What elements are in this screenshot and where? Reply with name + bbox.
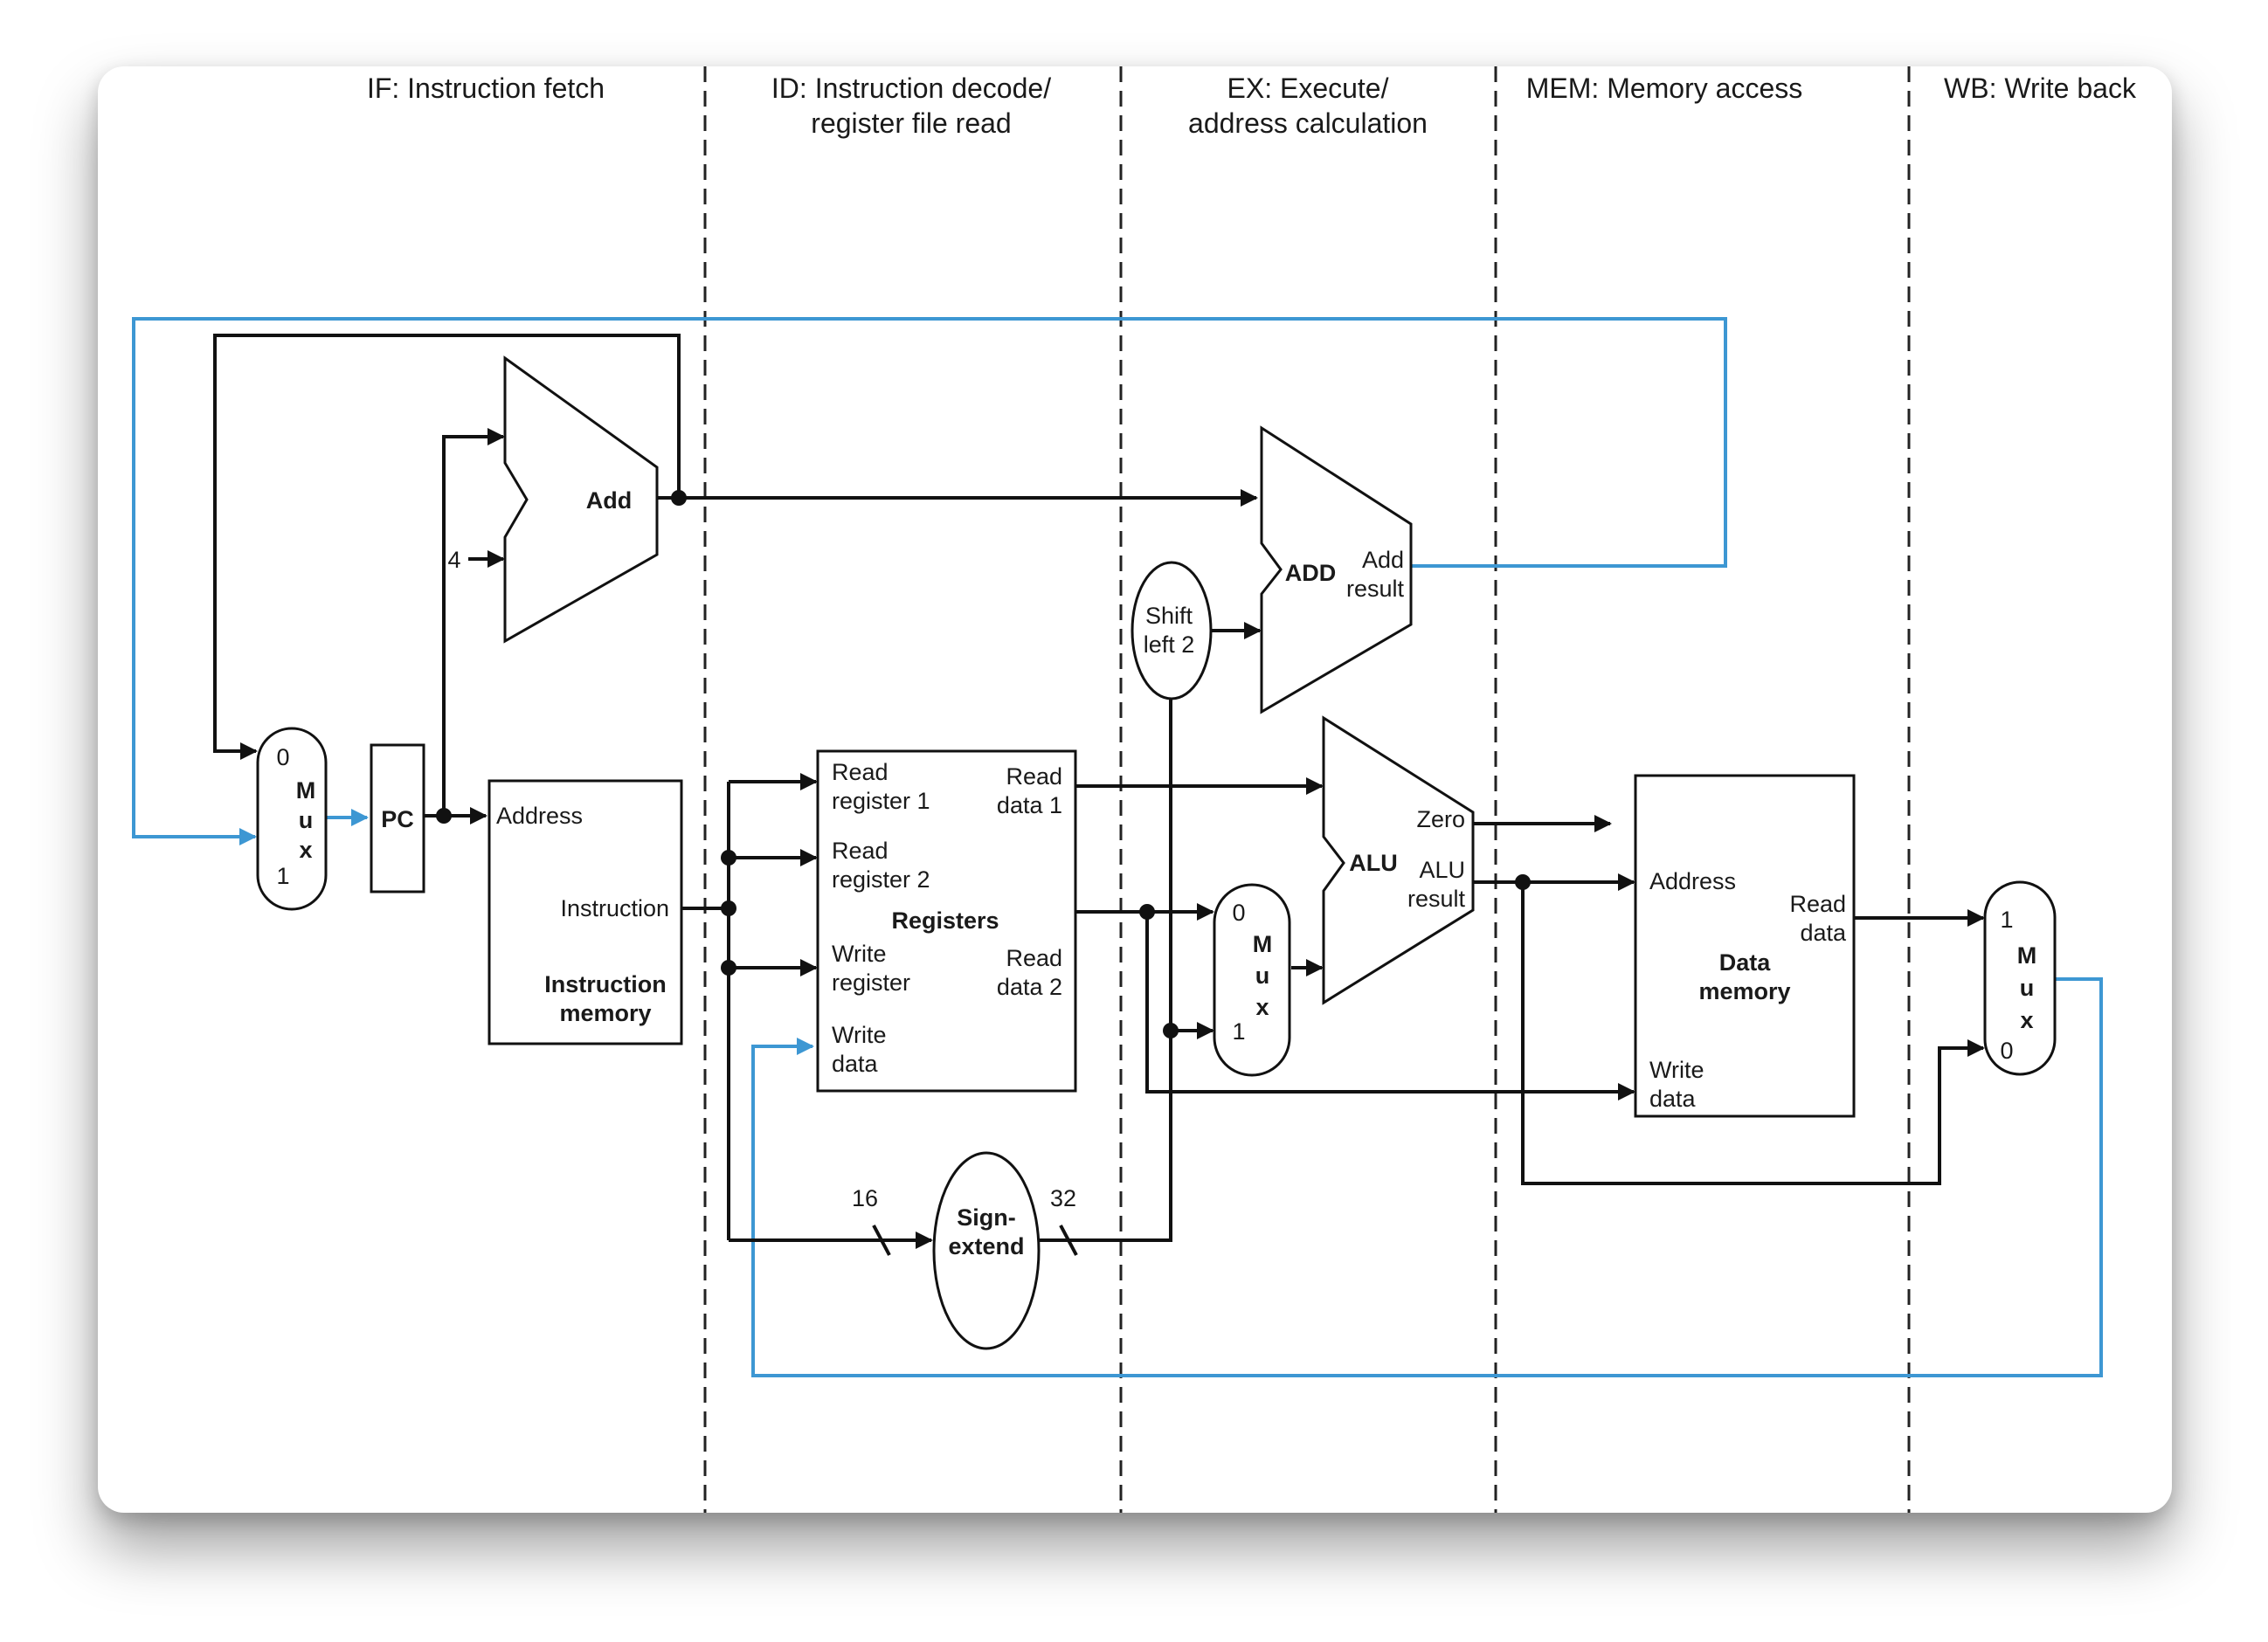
junction-dot <box>436 808 452 824</box>
imem-instruction-label: Instruction <box>560 895 669 921</box>
if-mux-letter-m: M <box>296 777 316 804</box>
read-reg2-label: Read <box>832 838 889 864</box>
junction-dots <box>436 490 1531 1038</box>
register-file: Read register 1 Read register 2 Write re… <box>816 749 1077 1093</box>
if-mux-letter-u: u <box>299 807 314 833</box>
constant-four-label: 4 <box>447 547 460 573</box>
dmem-name-line2: memory <box>1698 978 1790 1004</box>
dmem-read-data-label: Read <box>1789 891 1846 917</box>
feedback-wires <box>132 317 2103 1377</box>
shift-left-2: Shift left 2 <box>1131 561 1213 700</box>
shift-label-line2: left 2 <box>1144 631 1195 658</box>
if-mux: 0 M u x 1 <box>256 727 328 911</box>
stage-id-label-line2: register file read <box>811 107 1011 139</box>
bits-in-label: 16 <box>852 1185 878 1211</box>
dmem-read-data-label-line2: data <box>1800 920 1847 946</box>
wb-mux-letter-m: M <box>2017 942 2037 969</box>
stage-ex-label-line2: address calculation <box>1188 107 1428 139</box>
sign-extend-out-wire <box>1038 699 1172 1242</box>
dmem-name-line1: Data <box>1719 949 1772 976</box>
alu-result-label: ALU <box>1419 857 1465 883</box>
imem-name-line1: Instruction <box>544 971 667 997</box>
dmem-write-data-label-line2: data <box>1649 1086 1697 1112</box>
ex-mux: 0 M u x 1 <box>1213 883 1291 1077</box>
write-reg-label: Write <box>832 941 887 967</box>
read-reg1-label-line2: register 1 <box>832 788 930 814</box>
instruction-memory: Address Instruction Instruction memory <box>487 779 683 1045</box>
stage-ex-label: EX: Execute/ <box>1227 72 1389 104</box>
if-mux-input-1: 1 <box>276 863 289 889</box>
branch-add-label: ADD <box>1285 560 1337 586</box>
registers-name: Registers <box>891 907 999 934</box>
pc-adder-label: Add <box>586 487 632 514</box>
alu-result-to-wb-mux-wire <box>1521 882 1985 1185</box>
reg-write-data-label: Write <box>832 1022 887 1048</box>
bus-tick-32 <box>1059 1225 1078 1256</box>
write-reg-label-line2: register <box>832 969 910 996</box>
sign-extend: Sign- extend <box>932 1151 1041 1350</box>
stage-wb-label: WB: Write back <box>1944 72 2137 104</box>
read-reg2-label-line2: register 2 <box>832 866 930 893</box>
writeback-wire <box>751 977 2103 1377</box>
read-data2-label-line2: data 2 <box>997 974 1062 1000</box>
if-mux-input-0: 0 <box>276 744 289 770</box>
pc-plus4-loop-wire <box>213 334 681 760</box>
ex-mux-input-1: 1 <box>1232 1018 1245 1045</box>
stage-id-label: ID: Instruction decode/ <box>771 72 1051 104</box>
pc-to-adder-wire <box>442 428 505 816</box>
pc-adder: Add 4 <box>447 355 659 644</box>
read-data1-label: Read <box>1006 763 1062 790</box>
sign-extend-label: Sign- <box>957 1204 1016 1231</box>
ex-mux-input-0: 0 <box>1232 900 1245 926</box>
ex-mux-letter-x: x <box>1255 994 1269 1020</box>
stage-mem-label: MEM: Memory access <box>1526 72 1802 104</box>
alu: ALU Zero ALU result <box>1322 715 1475 1005</box>
junction-dot <box>1139 904 1155 920</box>
wb-mux-letter-u: u <box>2020 975 2035 1001</box>
bus-tick-16 <box>872 1225 891 1256</box>
imem-name-line2: memory <box>559 1000 651 1026</box>
pc-label: PC <box>381 806 414 832</box>
read-reg1-label: Read <box>832 759 889 785</box>
wb-mux: 1 M u x 0 <box>1983 880 2057 1076</box>
stage-dividers <box>703 66 1911 1513</box>
alu-zero-label: Zero <box>1416 806 1465 832</box>
read-data2-label: Read <box>1006 945 1062 971</box>
read-data1-label-line2: data 1 <box>997 792 1062 818</box>
stage-if-label: IF: Instruction fetch <box>367 72 605 104</box>
junction-dot <box>721 960 736 976</box>
imem-address-label: Address <box>496 803 583 829</box>
datapath-wires <box>213 334 1985 1249</box>
dmem-write-data-label: Write <box>1649 1057 1704 1083</box>
ex-mux-letter-u: u <box>1255 962 1270 989</box>
wb-mux-input-0: 0 <box>2000 1038 2013 1064</box>
junction-dot <box>671 490 687 506</box>
read-data2-to-dmem-wire <box>1145 912 1635 1100</box>
shift-label: Shift <box>1145 603 1193 629</box>
alu-label: ALU <box>1349 850 1398 876</box>
dmem-address-label: Address <box>1649 868 1736 894</box>
alu-result-label-line2: result <box>1407 886 1466 912</box>
junction-dot <box>1515 874 1531 890</box>
junction-dot <box>1163 1023 1179 1038</box>
reg-write-data-label-line2: data <box>832 1051 879 1077</box>
wb-mux-letter-x: x <box>2020 1007 2033 1033</box>
stage-headers: IF: Instruction fetch ID: Instruction de… <box>367 72 2137 139</box>
if-mux-letter-x: x <box>299 837 312 863</box>
add-result-label: Add <box>1362 547 1404 573</box>
branch-target-wire <box>132 317 1727 845</box>
junction-dot <box>721 900 736 916</box>
bus-width-ticks: 16 32 <box>852 1185 1078 1256</box>
program-counter: PC <box>370 743 425 893</box>
bits-out-label: 32 <box>1050 1185 1076 1211</box>
data-memory: Address Read data Data memory Write data <box>1634 774 1856 1118</box>
wb-mux-input-1: 1 <box>2000 907 2013 933</box>
ex-mux-letter-m: M <box>1253 931 1273 957</box>
add-result-label-line2: result <box>1346 576 1405 602</box>
sign-extend-label-line2: extend <box>948 1233 1024 1259</box>
junction-dot <box>721 850 736 866</box>
branch-adder: ADD Add result <box>1260 425 1413 714</box>
